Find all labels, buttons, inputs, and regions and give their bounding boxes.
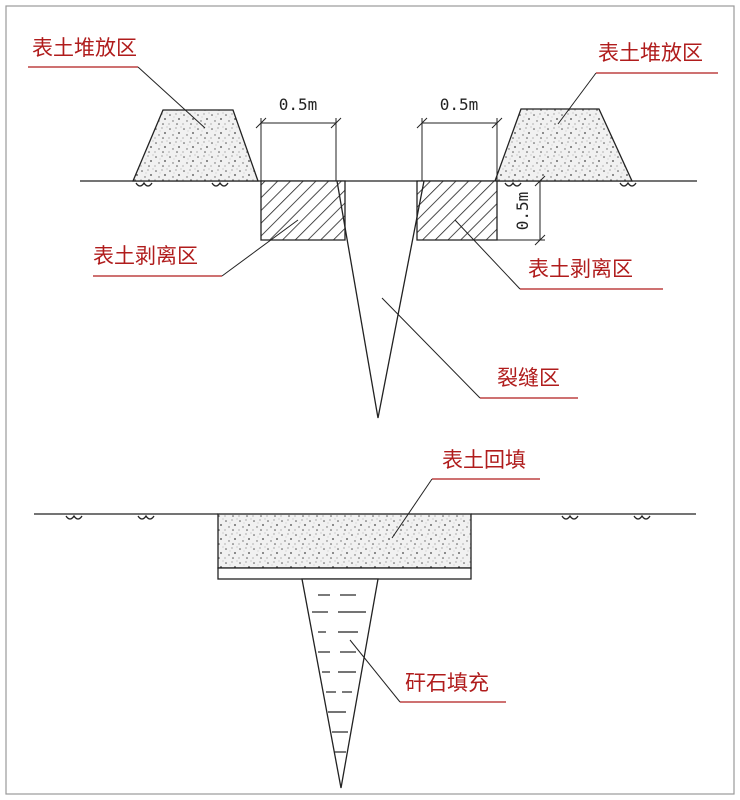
dimension-right: [416, 117, 503, 181]
ground-tufts-upper: [135, 181, 637, 187]
crack-v-shape: [336, 180, 425, 419]
leader-left-pile: [137, 66, 206, 129]
leader-crack: [381, 297, 481, 399]
dimension-left: [255, 117, 342, 181]
right-topsoil-pile: [494, 108, 634, 182]
leader-right-stripping: [454, 219, 521, 290]
label-left-topsoil-pile: 表土堆放区: [32, 36, 137, 60]
frame-border: [5, 5, 735, 795]
backfill-base-layer: [217, 567, 472, 580]
label-right-topsoil-pile: 表土堆放区: [598, 41, 703, 65]
label-right-stripping: 表土剥离区: [528, 257, 633, 281]
left-topsoil-pile: [132, 109, 259, 182]
label-crack-zone: 裂缝区: [497, 366, 560, 390]
leader-right-pile: [557, 72, 597, 125]
label-left-stripping: 表土剥离区: [93, 244, 198, 268]
leader-backfill: [391, 478, 433, 539]
label-topsoil-backfill: 表土回填: [442, 448, 526, 472]
left-stripping-zone: [260, 180, 346, 241]
leader-left-stripping: [221, 219, 299, 277]
gangue-fill-dashes: [312, 594, 366, 753]
right-stripping-zone: [416, 180, 498, 241]
dim-text-right: 0.5m: [440, 95, 479, 114]
dim-text-depth: 0.5m: [513, 192, 532, 231]
topsoil-backfill-block: [217, 513, 472, 569]
gangue-fill-v: [301, 578, 379, 789]
dimension-depth: [497, 175, 546, 246]
ground-tufts-lower: [65, 514, 651, 520]
label-gangue-fill: 矸石填充: [405, 671, 489, 695]
leader-gangue: [349, 639, 401, 703]
dim-text-left: 0.5m: [279, 95, 318, 114]
